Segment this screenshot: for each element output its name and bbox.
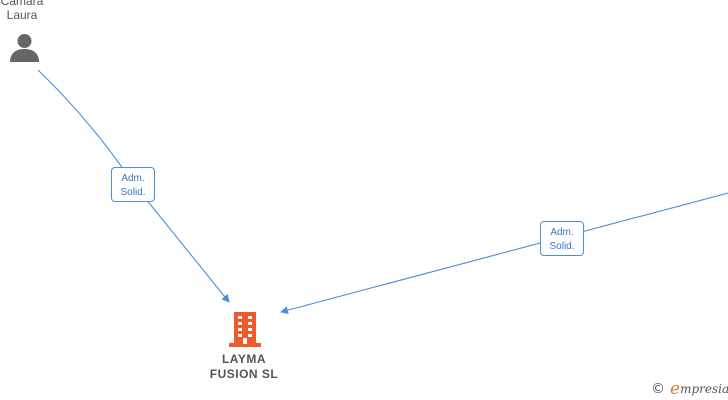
edge-label-line1: Adm. <box>550 227 574 238</box>
person-node-label: Camara Laura <box>0 0 62 22</box>
company-name-text: LAYMA FUSION SL <box>209 352 279 381</box>
edge-right-to-company <box>280 192 728 315</box>
building-icon[interactable] <box>229 311 261 347</box>
brand-logo-text: mpresia <box>680 382 728 396</box>
edge-label-line1: Adm. <box>121 173 145 184</box>
edge-label-line2: Solid. <box>120 187 146 198</box>
brand-logo-initial: e <box>670 379 681 399</box>
company-node-label[interactable]: LAYMA FUSION SL <box>194 352 294 382</box>
edge-label-line2: Solid. <box>549 241 575 252</box>
edge-label-adm-solid-2[interactable]: Adm. Solid. <box>540 221 584 256</box>
person-name-text: Camara Laura <box>0 0 44 22</box>
edge-label-adm-solid-1[interactable]: Adm. Solid. <box>111 167 155 202</box>
copyright-icon: © <box>651 381 665 397</box>
person-icon[interactable] <box>9 33 40 62</box>
empresia-watermark: © e mpresia <box>651 379 728 399</box>
